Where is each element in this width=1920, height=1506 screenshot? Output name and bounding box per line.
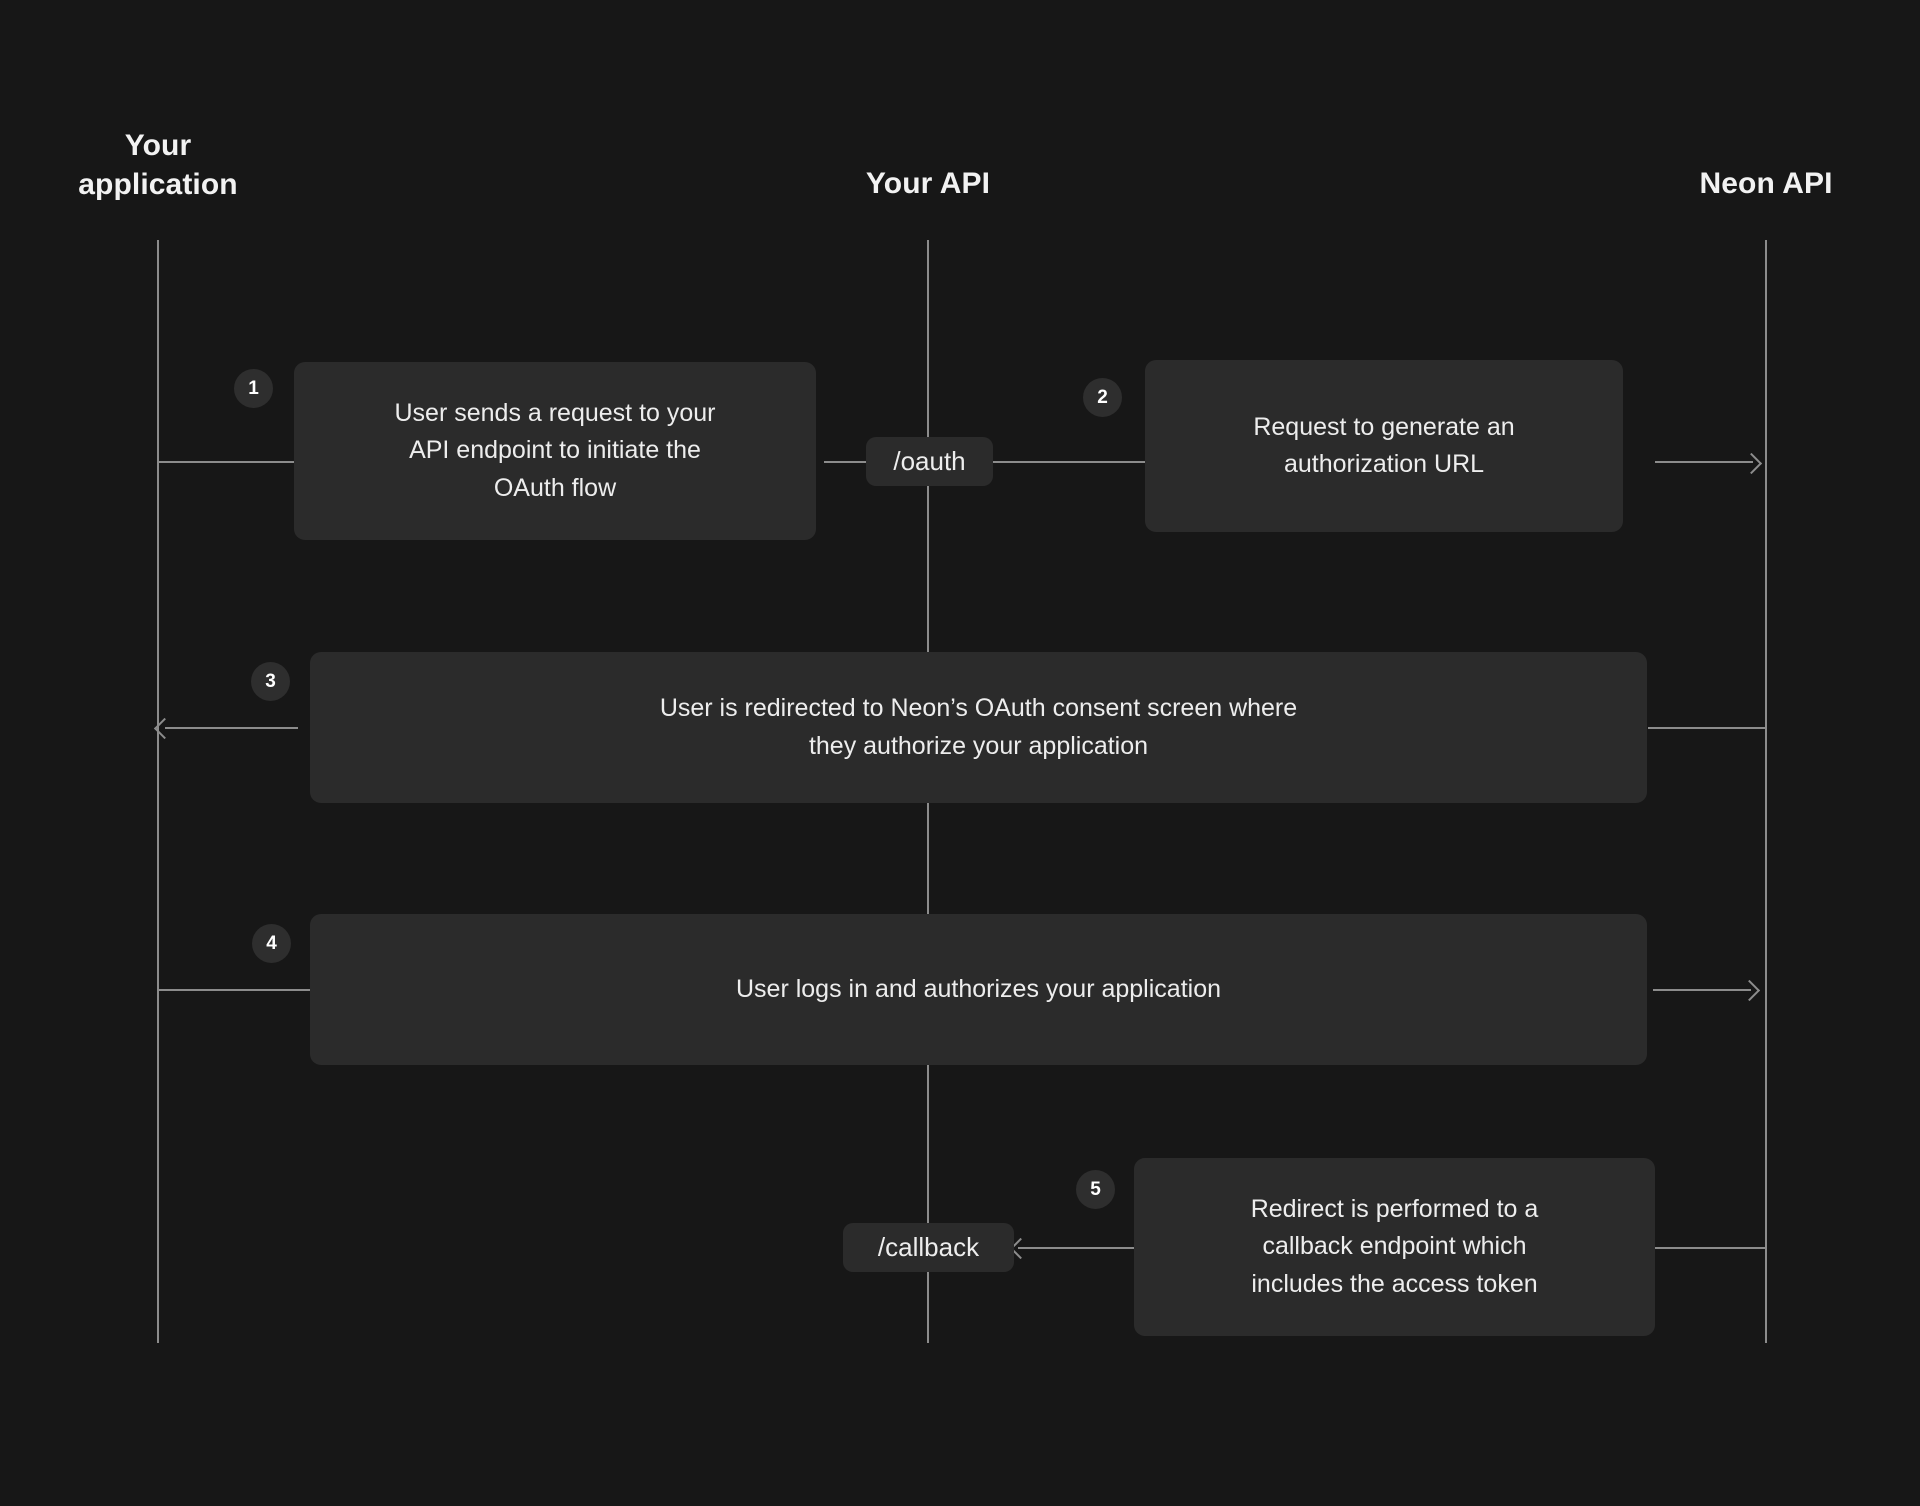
step-badge-2: 2: [1083, 378, 1122, 417]
arrowhead-step-4: [1738, 979, 1761, 1002]
step-badge-3: 3: [251, 662, 290, 701]
lifeline-your-application: [157, 240, 159, 1343]
connector-step-5-left: [1018, 1247, 1134, 1249]
step-card-1-text: User sends a request to your API endpoin…: [394, 398, 716, 502]
step-badge-1: 1: [234, 369, 273, 408]
connector-step-5-right: [1655, 1247, 1765, 1249]
connector-step-2-left: [993, 461, 1145, 463]
connector-step-4-right: [1653, 989, 1751, 991]
connector-step-3-right: [1648, 727, 1765, 729]
step-badge-4: 4: [252, 924, 291, 963]
callback-endpoint-pill[interactable]: /callback: [843, 1223, 1014, 1272]
lifeline-neon-api: [1765, 240, 1767, 1343]
connector-step-3-left: [165, 727, 298, 729]
oauth-endpoint-pill[interactable]: /oauth: [866, 437, 993, 486]
connector-step-4-left: [158, 989, 310, 991]
step-card-4-text: User logs in and authorizes your applica…: [736, 974, 1221, 1003]
step-card-2: Request to generate an authorization URL: [1145, 360, 1623, 532]
step-card-2-text: Request to generate an authorization URL: [1253, 412, 1515, 479]
connector-step-1-right: [824, 461, 873, 463]
step-card-5-text: Redirect is performed to a callback endp…: [1250, 1194, 1539, 1298]
connector-step-2-right: [1655, 461, 1753, 463]
step-card-5: Redirect is performed to a callback endp…: [1134, 1158, 1655, 1336]
arrowhead-step-2: [1740, 452, 1763, 475]
actor-label-your-api: Your API: [865, 167, 991, 200]
step-badge-5: 5: [1076, 1170, 1115, 1209]
actor-label-neon-api: Neon API: [1699, 167, 1833, 200]
step-card-1: User sends a request to your API endpoin…: [294, 362, 816, 540]
step-card-3: User is redirected to Neon’s OAuth conse…: [310, 652, 1647, 803]
step-card-4: User logs in and authorizes your applica…: [310, 914, 1647, 1065]
actor-label-your-application: Your application: [78, 129, 238, 201]
step-card-3-text: User is redirected to Neon’s OAuth conse…: [659, 694, 1298, 760]
connector-step-1-left: [158, 461, 294, 463]
